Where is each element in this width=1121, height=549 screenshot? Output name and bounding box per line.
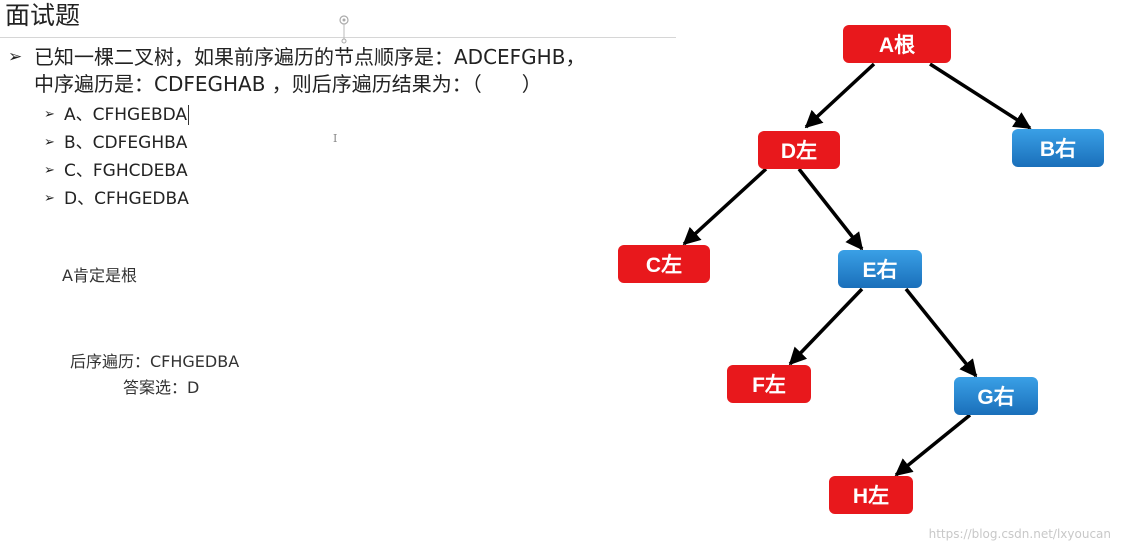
edge-d-c <box>682 167 768 246</box>
node-box <box>838 250 922 288</box>
node-b: B右 <box>1012 129 1104 167</box>
node-box <box>758 131 840 169</box>
node-g: G右 <box>954 377 1038 415</box>
note-postorder: 后序遍历：CFHGEDBA <box>70 352 240 371</box>
node-c: C左 <box>618 245 710 283</box>
option-label: B、CDFEGHBA <box>64 133 188 153</box>
edge-a-d <box>804 62 876 129</box>
node-h: H左 <box>829 476 913 514</box>
node-d: D左 <box>758 131 840 169</box>
option-c[interactable]: ➢ C、FGHCDEBA <box>44 157 189 185</box>
arrow-bullet-icon: ➢ <box>44 107 55 122</box>
edge-d-e <box>797 167 864 251</box>
node-label: G右 <box>977 385 1014 409</box>
node-label: H左 <box>853 484 889 508</box>
ibeam-cursor-icon: I <box>333 132 338 145</box>
option-list: ➢ A、CFHGEBDA ➢ B、CDFEGHBA ➢ C、FGHCDEBA ➢… <box>44 101 190 213</box>
arrow-bullet-icon: ➢ <box>8 47 23 67</box>
node-label: E右 <box>862 258 897 282</box>
node-box <box>829 476 913 514</box>
node-a: A根 <box>843 25 951 63</box>
node-box <box>843 25 951 63</box>
slide-title: 面试题 <box>5 1 81 30</box>
tree-edges <box>682 62 1032 477</box>
edge-g-h <box>894 413 972 477</box>
node-label: D左 <box>781 139 817 163</box>
option-b[interactable]: ➢ B、CDFEGHBA <box>44 129 189 157</box>
rotate-handle-icon[interactable] <box>338 14 350 44</box>
option-d[interactable]: ➢ D、CFHGEDBA <box>44 185 189 213</box>
note-root: A肯定是根 <box>62 266 137 285</box>
watermark: https://blog.csdn.net/lxyoucan <box>928 527 1111 541</box>
question-block: ➢ 已知一棵二叉树，如果前序遍历的节点顺序是：ADCEFGHB， 中序遍历是：C… <box>8 44 688 98</box>
node-box <box>954 377 1038 415</box>
node-label: B右 <box>1040 137 1076 161</box>
node-box <box>618 245 710 283</box>
tree-nodes: A根 D左 B右 C左 E右 F左 G右 H左 <box>618 25 1104 514</box>
title-divider <box>0 37 676 38</box>
edge-e-g <box>904 287 978 378</box>
arrow-bullet-icon: ➢ <box>44 135 55 150</box>
node-box <box>727 365 811 403</box>
text-cursor <box>188 105 190 125</box>
arrow-bullet-icon: ➢ <box>44 191 55 206</box>
arrow-bullet-icon: ➢ <box>44 163 55 178</box>
node-f: F左 <box>727 365 811 403</box>
edge-e-f <box>788 287 864 366</box>
node-e: E右 <box>838 250 922 288</box>
option-a[interactable]: ➢ A、CFHGEBDA <box>44 101 190 129</box>
option-label: D、CFHGEDBA <box>64 189 189 209</box>
option-label: A、CFHGEBDA <box>64 105 188 125</box>
node-label: A根 <box>879 34 915 57</box>
note-answer: 答案选：D <box>123 378 200 397</box>
node-label: F左 <box>752 373 786 397</box>
question-line-1: 已知一棵二叉树，如果前序遍历的节点顺序是：ADCEFGHB， <box>34 45 586 69</box>
node-label: C左 <box>646 253 682 277</box>
edge-a-b <box>929 62 1032 130</box>
node-box <box>1012 129 1104 167</box>
option-label: C、FGHCDEBA <box>64 161 188 181</box>
question-line-2: 中序遍历是：CDFEGHAB ，则后序遍历结果为：（ ） <box>34 72 542 96</box>
